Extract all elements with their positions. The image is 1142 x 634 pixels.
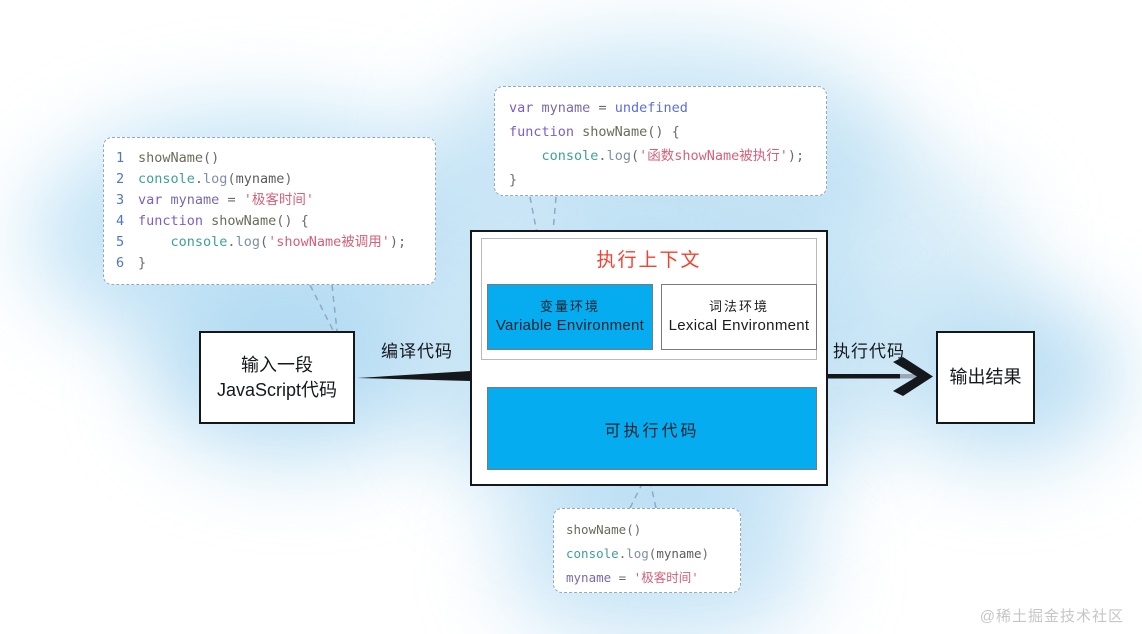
- code-token: console: [138, 171, 195, 187]
- code-token: [203, 211, 211, 232]
- lexical-environment-box: 词法环境 Lexical Environment: [661, 284, 817, 350]
- execute-code-label: 执行代码: [833, 342, 905, 361]
- code-token: (): [626, 522, 642, 537]
- code-token: .: [598, 148, 607, 164]
- output-box-label: 输出结果: [949, 367, 1022, 388]
- lexical-environment-label-en: Lexical Environment: [668, 316, 810, 334]
- code-token: myname: [170, 192, 220, 208]
- input-box: 输入一段 JavaScript代码: [199, 331, 355, 424]
- input-box-line2: JavaScript代码: [216, 379, 338, 400]
- code-token: .: [194, 171, 204, 187]
- code-token: '极客时间': [243, 192, 314, 208]
- code-token: myname: [541, 100, 591, 116]
- code-token: }: [138, 255, 147, 271]
- code-token: (: [259, 234, 269, 250]
- code-token: showName: [582, 124, 648, 140]
- code-token: ): [701, 546, 710, 561]
- code-token: function: [509, 124, 575, 140]
- code-token: showName: [138, 150, 204, 166]
- code-token: }: [509, 172, 518, 188]
- code-line: 1 showName(): [116, 148, 421, 169]
- code-line: console.log(myname): [566, 542, 728, 566]
- code-token: console: [566, 546, 619, 561]
- code-token: var: [509, 100, 534, 116]
- executable-code-box: 可执行代码: [487, 387, 817, 470]
- code-token: (: [227, 171, 236, 187]
- code-token: '函数showName被执行': [639, 148, 788, 164]
- code-token: [533, 96, 541, 120]
- variable-environment-label-cn: 变量环境: [539, 298, 600, 314]
- code-line: myname = '极客时间': [566, 566, 728, 590]
- lexical-environment-label-cn: 词法环境: [708, 298, 769, 314]
- code-token: );: [389, 234, 407, 250]
- executable-code-label: 可执行代码: [604, 422, 700, 440]
- code-token: .: [618, 546, 627, 561]
- code-token: );: [787, 148, 805, 164]
- code-line-number: 2: [116, 171, 125, 187]
- code-token: .: [227, 234, 236, 250]
- input-box-line1: 输入一段: [241, 355, 313, 376]
- execution-context-title: 执行上下文: [596, 250, 702, 271]
- code-line-number: 6: [116, 255, 125, 271]
- code-line: 6}: [116, 253, 421, 274]
- code-token: =: [590, 100, 615, 116]
- code-token: log: [626, 546, 649, 561]
- code-line: }: [509, 168, 812, 192]
- code-line-number: 3: [116, 192, 125, 208]
- output-box: 输出结果: [936, 331, 1035, 424]
- code-token: myname: [235, 171, 285, 187]
- code-token: console: [541, 148, 599, 164]
- code-line: function showName() {: [509, 120, 812, 144]
- code-token: [162, 190, 170, 211]
- code-line: 4 function showName() {: [116, 211, 421, 232]
- code-token: =: [219, 192, 244, 208]
- code-token: [138, 232, 171, 253]
- code-token: () {: [276, 213, 309, 229]
- code-token: showName: [211, 213, 277, 229]
- code-token: log: [606, 148, 631, 164]
- code-line-number: 1: [116, 150, 125, 166]
- code-token: (): [203, 150, 220, 166]
- code-token: console: [170, 234, 228, 250]
- code-line: 3 var myname = '极客时间': [116, 190, 421, 211]
- code-token: log: [203, 171, 228, 187]
- watermark: @稀土掘金技术社区: [979, 608, 1124, 625]
- code-line: showName(): [566, 518, 728, 542]
- code-line: 2 console.log(myname): [116, 169, 421, 190]
- code-token: '极客时间': [633, 570, 699, 585]
- code-token: =: [611, 570, 634, 585]
- code-token: myname: [656, 546, 702, 561]
- code-token: var: [138, 192, 163, 208]
- variable-environment-box: 变量环境 Variable Environment: [487, 284, 653, 350]
- code-token: ): [284, 171, 293, 187]
- executable-code-lines: showName()console.log(myname)myname = '极…: [566, 518, 728, 590]
- code-token: log: [235, 234, 260, 250]
- code-token: myname: [566, 570, 612, 585]
- code-token: undefined: [614, 100, 688, 116]
- code-token: 'showName被调用': [268, 234, 390, 250]
- code-token: (: [648, 546, 657, 561]
- variable-environment-label-en: Variable Environment: [495, 316, 645, 334]
- code-line: console.log('函数showName被执行');: [509, 144, 812, 168]
- code-token: (: [630, 148, 640, 164]
- compile-code-label: 编译代码: [381, 342, 453, 361]
- code-line: 5 console.log('showName被调用');: [116, 232, 421, 253]
- code-line: var myname = undefined: [509, 96, 812, 120]
- code-line-number: 4: [116, 213, 125, 229]
- code-token: function: [138, 213, 204, 229]
- code-token: showName: [566, 522, 627, 537]
- executable-code-callout: showName()console.log(myname)myname = '极…: [553, 508, 741, 593]
- code-line-number: 5: [116, 234, 125, 250]
- code-token: [574, 120, 582, 144]
- code-token: [509, 144, 542, 168]
- code-token: () {: [647, 124, 680, 140]
